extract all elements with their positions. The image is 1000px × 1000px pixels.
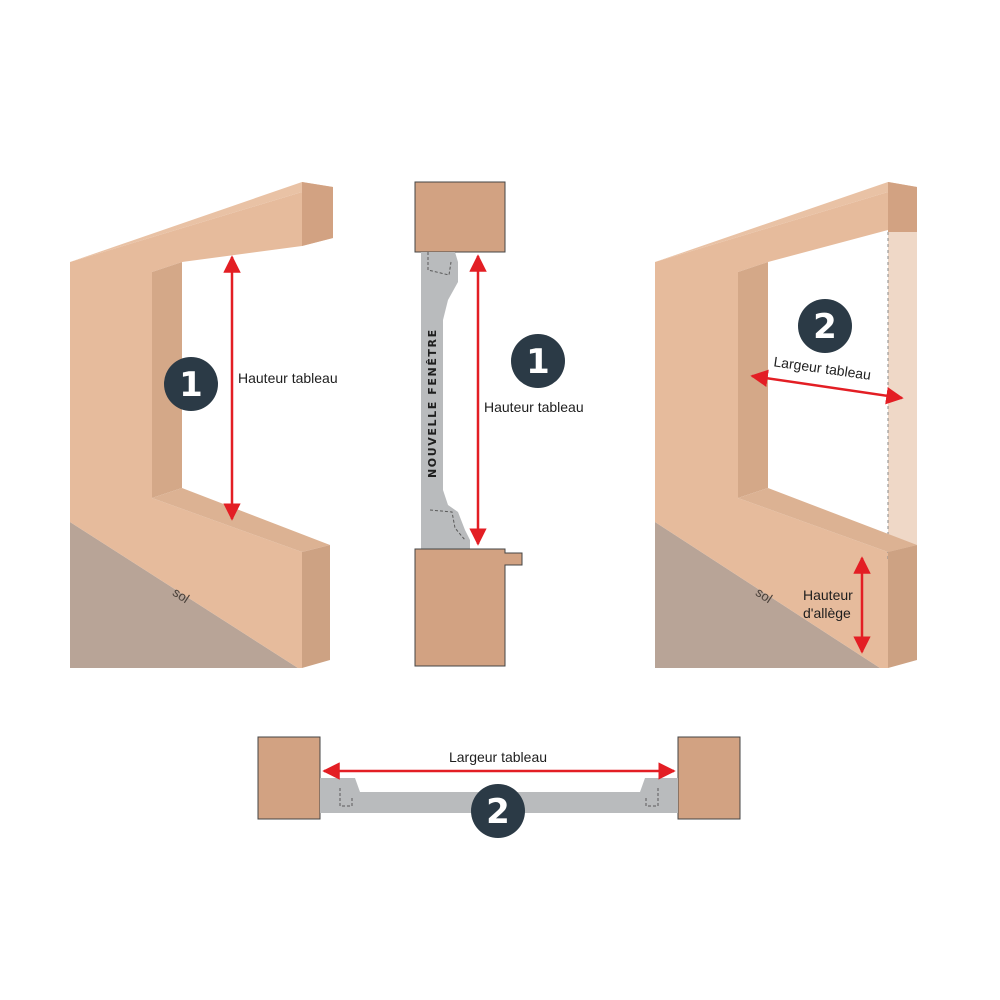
figure-right-width: sol Largeur tableau Hauteur d'allège 2 (655, 182, 917, 668)
figure-left-height: sol Hauteur tableau 1 (70, 182, 338, 668)
sill-right-top (738, 488, 917, 552)
figure-bottom-plan: Largeur tableau 2 (257, 736, 741, 838)
wall-block-left (257, 736, 321, 820)
width-label-bottom: Largeur tableau (449, 749, 547, 765)
badge-1-middle-number: 1 (526, 342, 550, 382)
wall-left-top (70, 182, 333, 262)
figure-middle-section: NOUVELLE FENÊTRE Hauteur tableau 1 (414, 181, 584, 667)
wall-right-top-side (888, 182, 917, 232)
badge-2-right (798, 299, 852, 353)
badge-1-left (164, 357, 218, 411)
wall-block-right (677, 736, 741, 820)
height-label-middle: Hauteur tableau (484, 399, 584, 415)
width-arrow-right (750, 369, 904, 405)
height-label-left: Hauteur tableau (238, 370, 338, 386)
badge-2-bottom-number: 2 (486, 792, 510, 832)
window-frame-profile (421, 252, 470, 549)
badge-1-middle (511, 334, 565, 388)
wall-left-top-side (302, 182, 333, 246)
lintel-block (414, 181, 506, 253)
window-frame-dashed (427, 252, 466, 541)
wall-left-front (70, 192, 302, 668)
reveal-right-left (738, 262, 768, 498)
badge-2-bottom (471, 784, 525, 838)
sill-block (414, 548, 523, 667)
wall-right-front (655, 192, 888, 668)
sill-height-label-2: d'allège (803, 605, 851, 621)
sill-left-side (302, 545, 330, 668)
sill-height-label-1: Hauteur (803, 587, 853, 603)
width-label-right: Largeur tableau (773, 353, 872, 382)
new-window-vertical-label: NOUVELLE FENÊTRE (426, 328, 439, 478)
badge-1-left-number: 1 (179, 365, 203, 405)
sill-left-top (152, 488, 330, 552)
sill-right-side (888, 545, 917, 668)
wall-right-top (655, 182, 917, 262)
badge-2-right-number: 2 (813, 307, 837, 347)
reveal-right-ghost (888, 232, 917, 555)
